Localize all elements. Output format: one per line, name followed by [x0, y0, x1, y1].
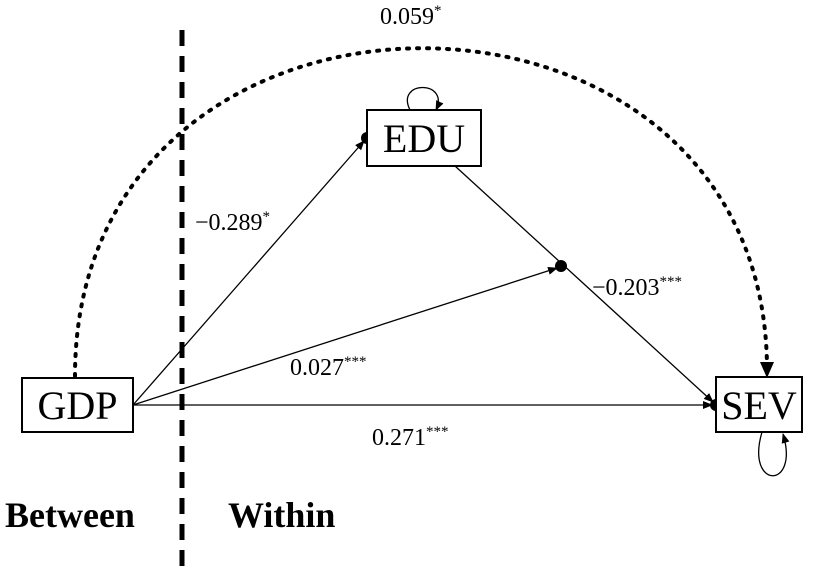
- coef-gdp-sev: 0.271***: [372, 424, 449, 451]
- node-sev: SEV: [715, 376, 803, 433]
- node-edu: EDU: [366, 109, 482, 167]
- node-gdp-label: GDP: [37, 383, 117, 428]
- coef-edu-sev: −0.203***: [592, 274, 682, 301]
- section-between-label: Between: [5, 495, 135, 535]
- moderation-dot: [555, 260, 567, 272]
- path-edu-sev: [454, 165, 714, 403]
- edu-variance-loop: [406, 86, 444, 111]
- between-covariance-arc: [73, 46, 769, 378]
- node-edu-label: EDU: [383, 116, 465, 161]
- node-sev-label: SEV: [721, 383, 797, 428]
- sev-variance-loop: [758, 431, 790, 477]
- arc-arrowhead-icon: [760, 362, 774, 378]
- section-within-label: Within: [228, 495, 335, 535]
- coef-gdp-moderation: 0.027***: [290, 354, 367, 381]
- node-gdp: GDP: [21, 377, 134, 433]
- path-gdp-moderation: [132, 266, 558, 406]
- path-gdp-edu: [132, 140, 365, 406]
- coef-gdp-sev-between: 0.059*: [380, 3, 442, 30]
- coef-gdp-edu: −0.289*: [195, 209, 270, 236]
